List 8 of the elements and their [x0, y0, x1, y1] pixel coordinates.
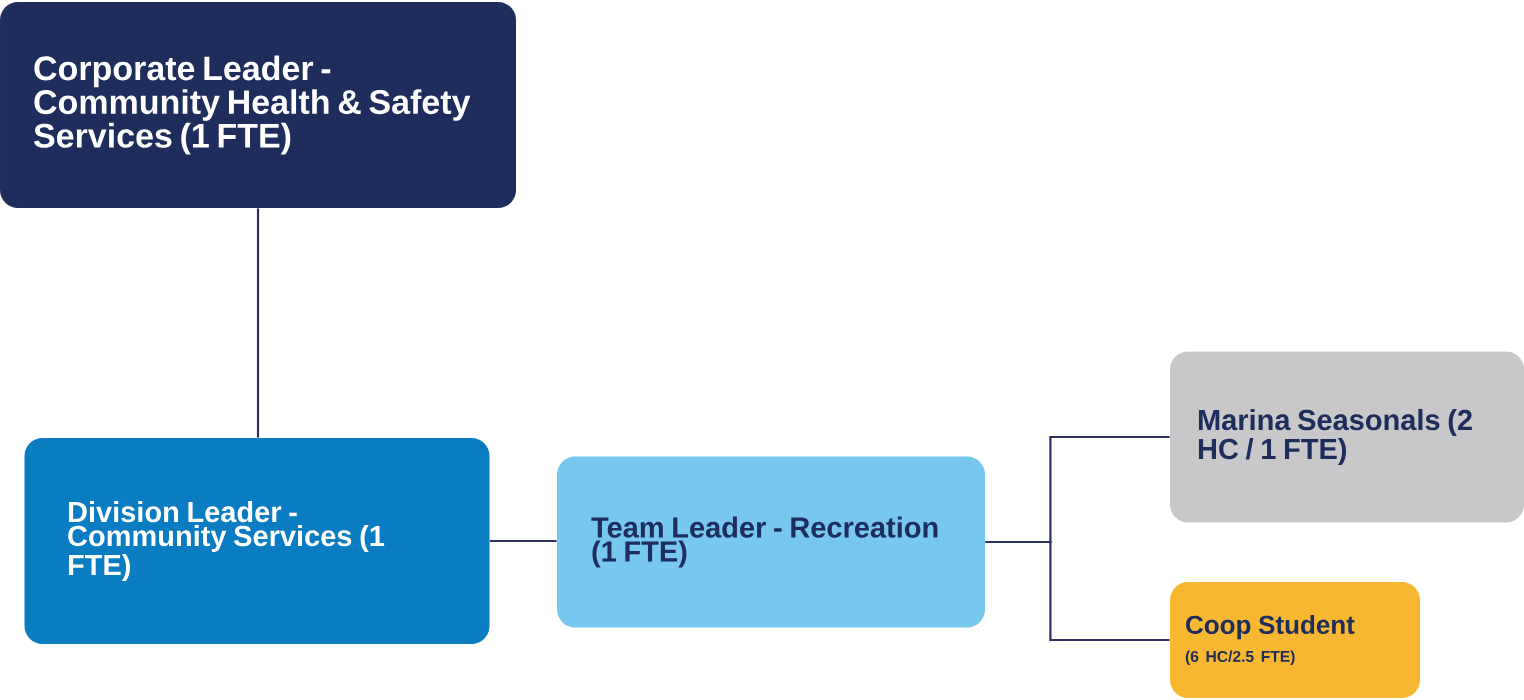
org-box: Team Leader - Recreation (1 FTE)	[557, 456, 985, 628]
connector-line	[256, 208, 260, 438]
connector-line	[489, 539, 557, 543]
org-box: Division Leader - Community Services (1 FTE)	[24, 438, 490, 644]
connector-line	[985, 540, 1170, 642]
org-box: Marina Seasonals (2 HC / 1 FTE)	[1170, 351, 1524, 523]
org-box: Coop Student (6 HC/2.5 FTE)	[1170, 582, 1420, 698]
org-box: Corporate Leader - Community Health & Safety Services (1 FTE)	[0, 2, 516, 208]
